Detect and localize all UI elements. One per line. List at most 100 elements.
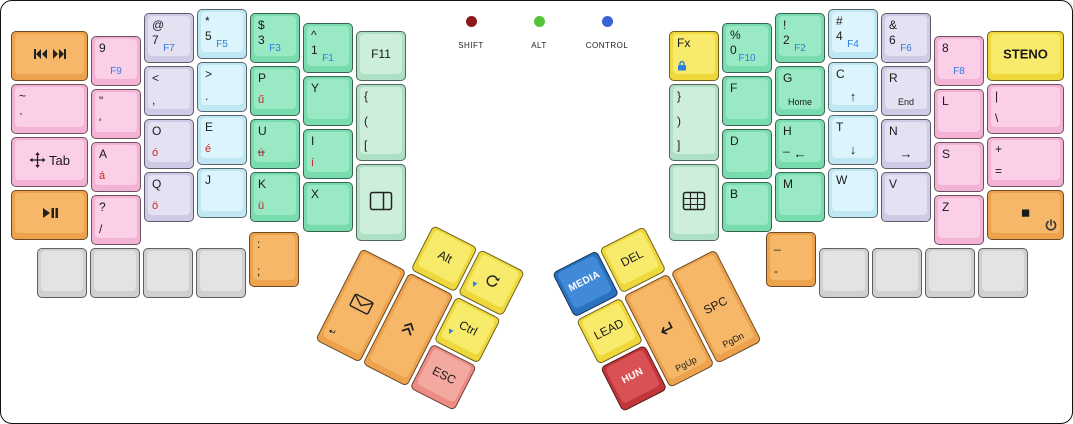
keycap-top: MEDIA (556, 254, 613, 310)
key-m[interactable]: M (775, 172, 825, 222)
key-legend: X (311, 187, 320, 201)
alt-indicator-label: ALT (531, 41, 547, 50)
key-legend: : (257, 237, 261, 251)
key-pipe-backslash[interactable]: |\ (987, 84, 1064, 134)
key-b[interactable]: B (722, 182, 772, 232)
key-blank-r3[interactable] (925, 248, 975, 298)
key-underscore-minus[interactable]: _- (766, 232, 816, 287)
key-colon-semicolon[interactable]: :; (249, 232, 299, 287)
key-legend: Fx (677, 36, 691, 50)
key-legend: % (730, 28, 741, 42)
key-s[interactable]: S (934, 142, 984, 192)
key-h-left[interactable]: H_← (775, 119, 825, 169)
key-media-prev-next[interactable] (11, 31, 88, 81)
key-legend: T (836, 120, 844, 134)
key-blank-l1[interactable] (37, 248, 87, 298)
key-n-right[interactable]: N→ (881, 119, 931, 169)
keycap-top: F (726, 79, 768, 119)
key-period[interactable]: >. (197, 62, 247, 112)
key-window-split[interactable] (356, 164, 406, 241)
key-blank-r4[interactable] (978, 248, 1028, 298)
key-d[interactable]: D (722, 129, 772, 179)
key-legend: R (889, 71, 898, 85)
key-question-slash[interactable]: ?/ (91, 195, 141, 245)
key-center-legends: LEAD (591, 316, 626, 343)
key-v[interactable]: V (881, 172, 931, 222)
key-redo[interactable]: ▾ (457, 249, 525, 317)
key-y[interactable]: Y (303, 76, 353, 126)
key-legend: 3 (258, 33, 265, 47)
key-legend: F11 (371, 47, 391, 61)
key-blank-l4[interactable] (196, 248, 246, 298)
key-numpad-grid[interactable] (669, 164, 719, 241)
key-blank-r2[interactable] (872, 248, 922, 298)
key-quote[interactable]: "' (91, 89, 141, 139)
key-legend: + (995, 142, 1003, 156)
key-t-down[interactable]: T↓ (828, 115, 878, 165)
key-blank-l2[interactable] (90, 248, 140, 298)
key-legend: 4 (836, 29, 843, 43)
key-legend: ó (152, 147, 159, 159)
key-play-pause[interactable] (11, 190, 88, 240)
key-legend: ↵ (326, 325, 339, 339)
key-legend: _ (774, 237, 781, 251)
key-mail[interactable]: ↵ (315, 248, 407, 363)
key-plus-equals[interactable]: += (987, 137, 1064, 187)
key-tilde-backtick[interactable]: ~` (11, 84, 88, 134)
key-stop-power[interactable]: ■ (987, 190, 1064, 240)
key-legend: PgDn (720, 330, 746, 350)
key-x[interactable]: X (303, 182, 353, 232)
key-left-brackets[interactable]: {([ (356, 84, 406, 161)
key-right-brackets[interactable]: })] (669, 84, 719, 161)
key-legend: & (889, 18, 898, 32)
key-w[interactable]: W (828, 168, 878, 218)
key-legend: @ (152, 18, 165, 32)
key-tab-move[interactable]: Tab (11, 137, 88, 187)
chevrons-up-icon (399, 318, 419, 338)
key-j[interactable]: J (197, 168, 247, 218)
key-page-chevrons[interactable] (362, 272, 454, 387)
key-center-legends (33, 48, 67, 60)
key-u[interactable]: U_ú (250, 119, 300, 169)
key-legend: 0 (730, 43, 737, 57)
key-blank-l3[interactable] (143, 248, 193, 298)
keycap-top: LEAD (580, 302, 637, 357)
key-c-up[interactable]: C↑ (828, 62, 878, 112)
key-f11[interactable]: F11 (356, 31, 406, 81)
key-fx[interactable]: Fx (669, 31, 719, 81)
keycap-top: J (201, 171, 243, 211)
key-legend: ▾ (469, 278, 479, 291)
key-z[interactable]: Z (934, 195, 984, 245)
key-blank-r1[interactable] (819, 248, 869, 298)
key-legend: I (311, 134, 315, 148)
key-legend: LEAD (591, 316, 626, 343)
key-comma[interactable]: <, (144, 66, 194, 116)
key-l[interactable]: L (934, 89, 984, 139)
key-steno[interactable]: STENO (987, 31, 1064, 81)
key-f[interactable]: F (722, 76, 772, 126)
key-legend: F5 (216, 39, 228, 50)
